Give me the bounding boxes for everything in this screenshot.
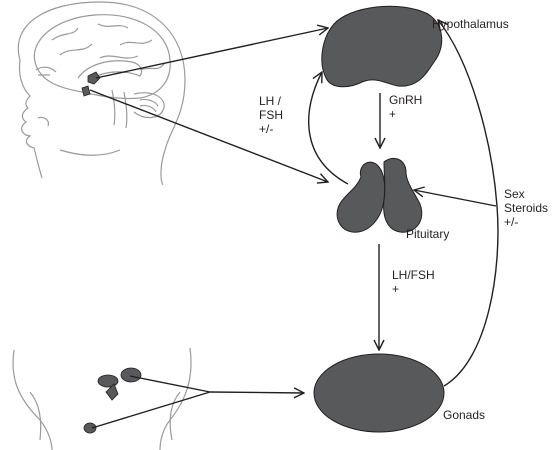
lh-fsh-feedback-line1: LH / [259,94,283,108]
pelvic-organs [84,368,141,433]
pituitary-shape [337,158,422,232]
sex-steroids-line2: Steroids [504,201,548,215]
arrow-brain-to-hypothalamus [96,28,328,78]
arrow-steroid-to-pituitary [414,190,496,206]
arrow-pelvis-to-gonads [210,392,304,393]
arrow-brain-to-pituitary [90,90,328,182]
gonads-label: Gonads [443,408,485,422]
lh-fsh-feedback-label: LH / FSH +/- [259,94,283,136]
hypothalamus-shape [322,6,442,87]
lh-fsh-down-label: LH/FSH + [392,268,435,296]
pituitary-label: Pituitary [406,227,449,241]
gnrh-sign: + [389,107,422,121]
arrow-pituitary-feedback [309,72,348,184]
head-sketch [18,2,185,185]
torso-sketch [13,348,191,450]
sex-steroids-line1: Sex [504,187,548,201]
hypothalamus-label: Hypothalamus [432,17,509,31]
sex-steroids-label: Sex Steroids +/- [504,187,548,229]
lh-fsh-down-sign: + [392,282,435,296]
lh-fsh-down-text: LH/FSH [392,268,435,282]
gnrh-label: GnRH + [389,93,422,121]
gonads-shape [314,354,444,432]
arrows [90,20,498,428]
lh-fsh-feedback-line2: FSH [259,108,283,122]
gnrh-text: GnRH [389,93,422,107]
arrow-steroid-feedback [438,20,498,386]
lh-fsh-feedback-line3: +/- [259,122,283,136]
sex-steroids-line3: +/- [504,215,548,229]
brain-pituitary-dot [82,86,90,96]
pelvis-line-upper [130,376,210,392]
